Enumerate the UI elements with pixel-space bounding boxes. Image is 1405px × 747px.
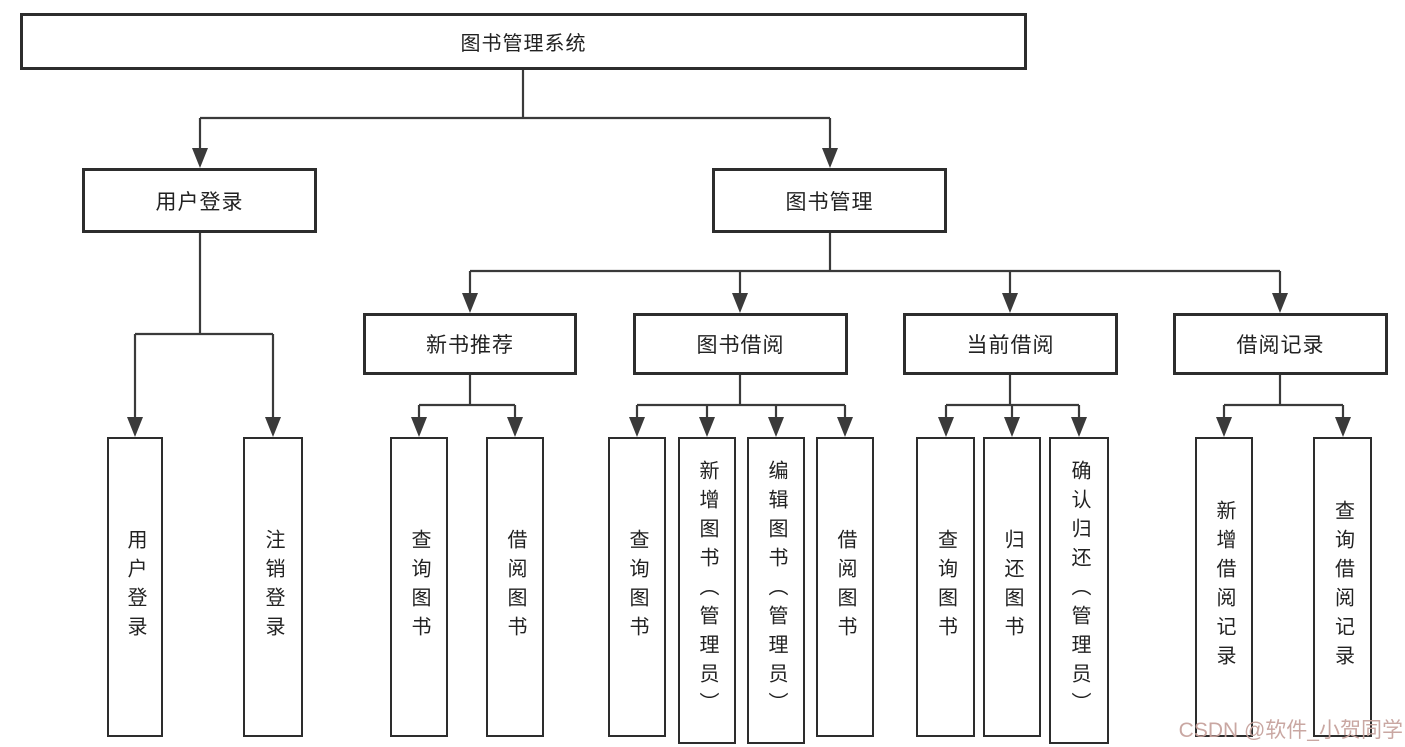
leaf-borrow-books-label: 借阅图书 [834, 529, 856, 645]
leaf-logout-label: 注销登录 [262, 529, 284, 645]
leaf-borrow-books-rec-label: 借阅图书 [504, 529, 526, 645]
leaf-query-books-rec: 查询图书 [390, 437, 448, 737]
leaf-query-books-borrow: 查询图书 [608, 437, 666, 737]
leaf-return-books: 归还图书 [983, 437, 1041, 737]
leaf-add-borrow-record-label: 新增借阅记录 [1213, 500, 1235, 674]
leaf-logout: 注销登录 [243, 437, 303, 737]
leaf-query-books-current: 查询图书 [916, 437, 975, 737]
node-borrowing-records: 借阅记录 [1173, 313, 1388, 375]
leaf-query-borrow-record: 查询借阅记录 [1313, 437, 1372, 737]
node-book-management-branch: 图书管理 [712, 168, 947, 233]
leaf-add-borrow-record: 新增借阅记录 [1195, 437, 1253, 737]
leaf-query-books-rec-label: 查询图书 [408, 529, 430, 645]
leaf-add-books-admin-label: 新增图书（管理员） [696, 460, 718, 721]
leaf-query-books-current-label: 查询图书 [934, 529, 957, 645]
leaf-user-login-label: 用户登录 [124, 529, 146, 645]
leaf-borrow-books-rec: 借阅图书 [486, 437, 544, 737]
csdn-watermark: CSDN @软件_小贺同学 [1178, 719, 1403, 742]
node-library-management-system: 图书管理系统 [20, 13, 1027, 70]
leaf-edit-books-admin-label: 编辑图书（管理员） [765, 460, 787, 721]
leaf-confirm-return-admin-label: 确认归还（管理员） [1068, 460, 1090, 721]
node-user-login-branch: 用户登录 [82, 168, 317, 233]
leaf-borrow-books: 借阅图书 [816, 437, 874, 737]
connector-strokes [133, 69, 1345, 420]
leaf-return-books-label: 归还图书 [1001, 529, 1023, 645]
leaf-edit-books-admin: 编辑图书（管理员） [747, 437, 805, 744]
node-new-book-recommendation: 新书推荐 [363, 313, 577, 375]
leaf-user-login: 用户登录 [107, 437, 163, 737]
leaf-confirm-return-admin: 确认归还（管理员） [1049, 437, 1109, 744]
node-book-borrowing: 图书借阅 [633, 313, 848, 375]
arrowheads [127, 148, 1351, 437]
node-current-borrowing: 当前借阅 [903, 313, 1118, 375]
leaf-add-books-admin: 新增图书（管理员） [678, 437, 736, 744]
leaf-query-borrow-record-label: 查询借阅记录 [1331, 500, 1354, 674]
leaf-query-books-borrow-label: 查询图书 [626, 529, 648, 645]
